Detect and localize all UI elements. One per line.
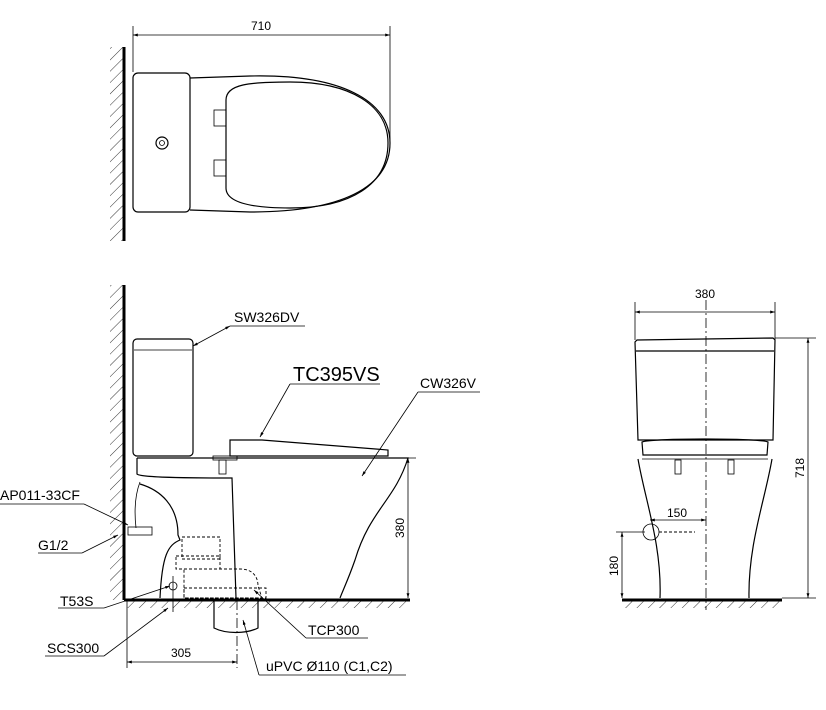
svg-text:G1/2: G1/2	[38, 537, 69, 553]
svg-text:AP011-33CF: AP011-33CF	[0, 487, 80, 503]
floor-hatch	[622, 601, 782, 608]
svg-text:uPVC Ø110 (C1,C2): uPVC Ø110 (C1,C2)	[266, 658, 393, 674]
bowl-right	[748, 458, 773, 599]
wall-hatch	[110, 285, 123, 600]
svg-text:718: 718	[793, 458, 807, 478]
svg-text:380: 380	[695, 287, 715, 301]
wall-hatch	[110, 47, 123, 241]
hinge	[213, 109, 227, 127]
svg-text:380: 380	[393, 518, 407, 538]
svg-text:T53S: T53S	[60, 593, 93, 609]
front-view: 380 718 180 150	[607, 287, 816, 610]
floor-hatch	[124, 601, 410, 608]
drain-pipe	[213, 600, 259, 634]
inlet-valve-icon	[642, 523, 660, 541]
dimension-total-height: 718	[775, 337, 816, 599]
svg-text:CW326V: CW326V	[420, 375, 477, 391]
svg-text:TC395VS: TC395VS	[293, 364, 380, 386]
top-view: 710	[110, 19, 391, 241]
dimension-length: 710	[132, 19, 391, 140]
dimension-height: 380	[388, 457, 416, 598]
bowl-left	[637, 458, 661, 599]
svg-text:710: 710	[251, 19, 271, 33]
seat-lid-outline	[225, 81, 389, 209]
svg-text:TCP300: TCP300	[308, 622, 360, 638]
bowl-body	[137, 457, 409, 599]
hinge	[213, 159, 227, 177]
svg-text:180: 180	[607, 556, 621, 576]
dimension-rough-in: 305	[126, 600, 238, 668]
cistern-front	[634, 337, 776, 441]
seat-lid	[229, 439, 389, 457]
dimension-inlet-height: 180	[607, 531, 645, 598]
cistern	[132, 338, 194, 457]
side-view: 380 305 SW326DV TC395VS CW326V AP011-33C…	[0, 285, 480, 676]
dimension-width: 380	[634, 287, 776, 340]
svg-text:150: 150	[667, 506, 687, 520]
seat-front	[641, 438, 769, 456]
svg-text:SW326DV: SW326DV	[234, 309, 300, 325]
flush-button-icon	[155, 136, 169, 150]
cistern-top	[132, 72, 191, 213]
dimension-inlet-offset: 150	[650, 506, 706, 522]
svg-text:SCS300: SCS300	[47, 640, 99, 656]
svg-text:305: 305	[171, 646, 191, 660]
